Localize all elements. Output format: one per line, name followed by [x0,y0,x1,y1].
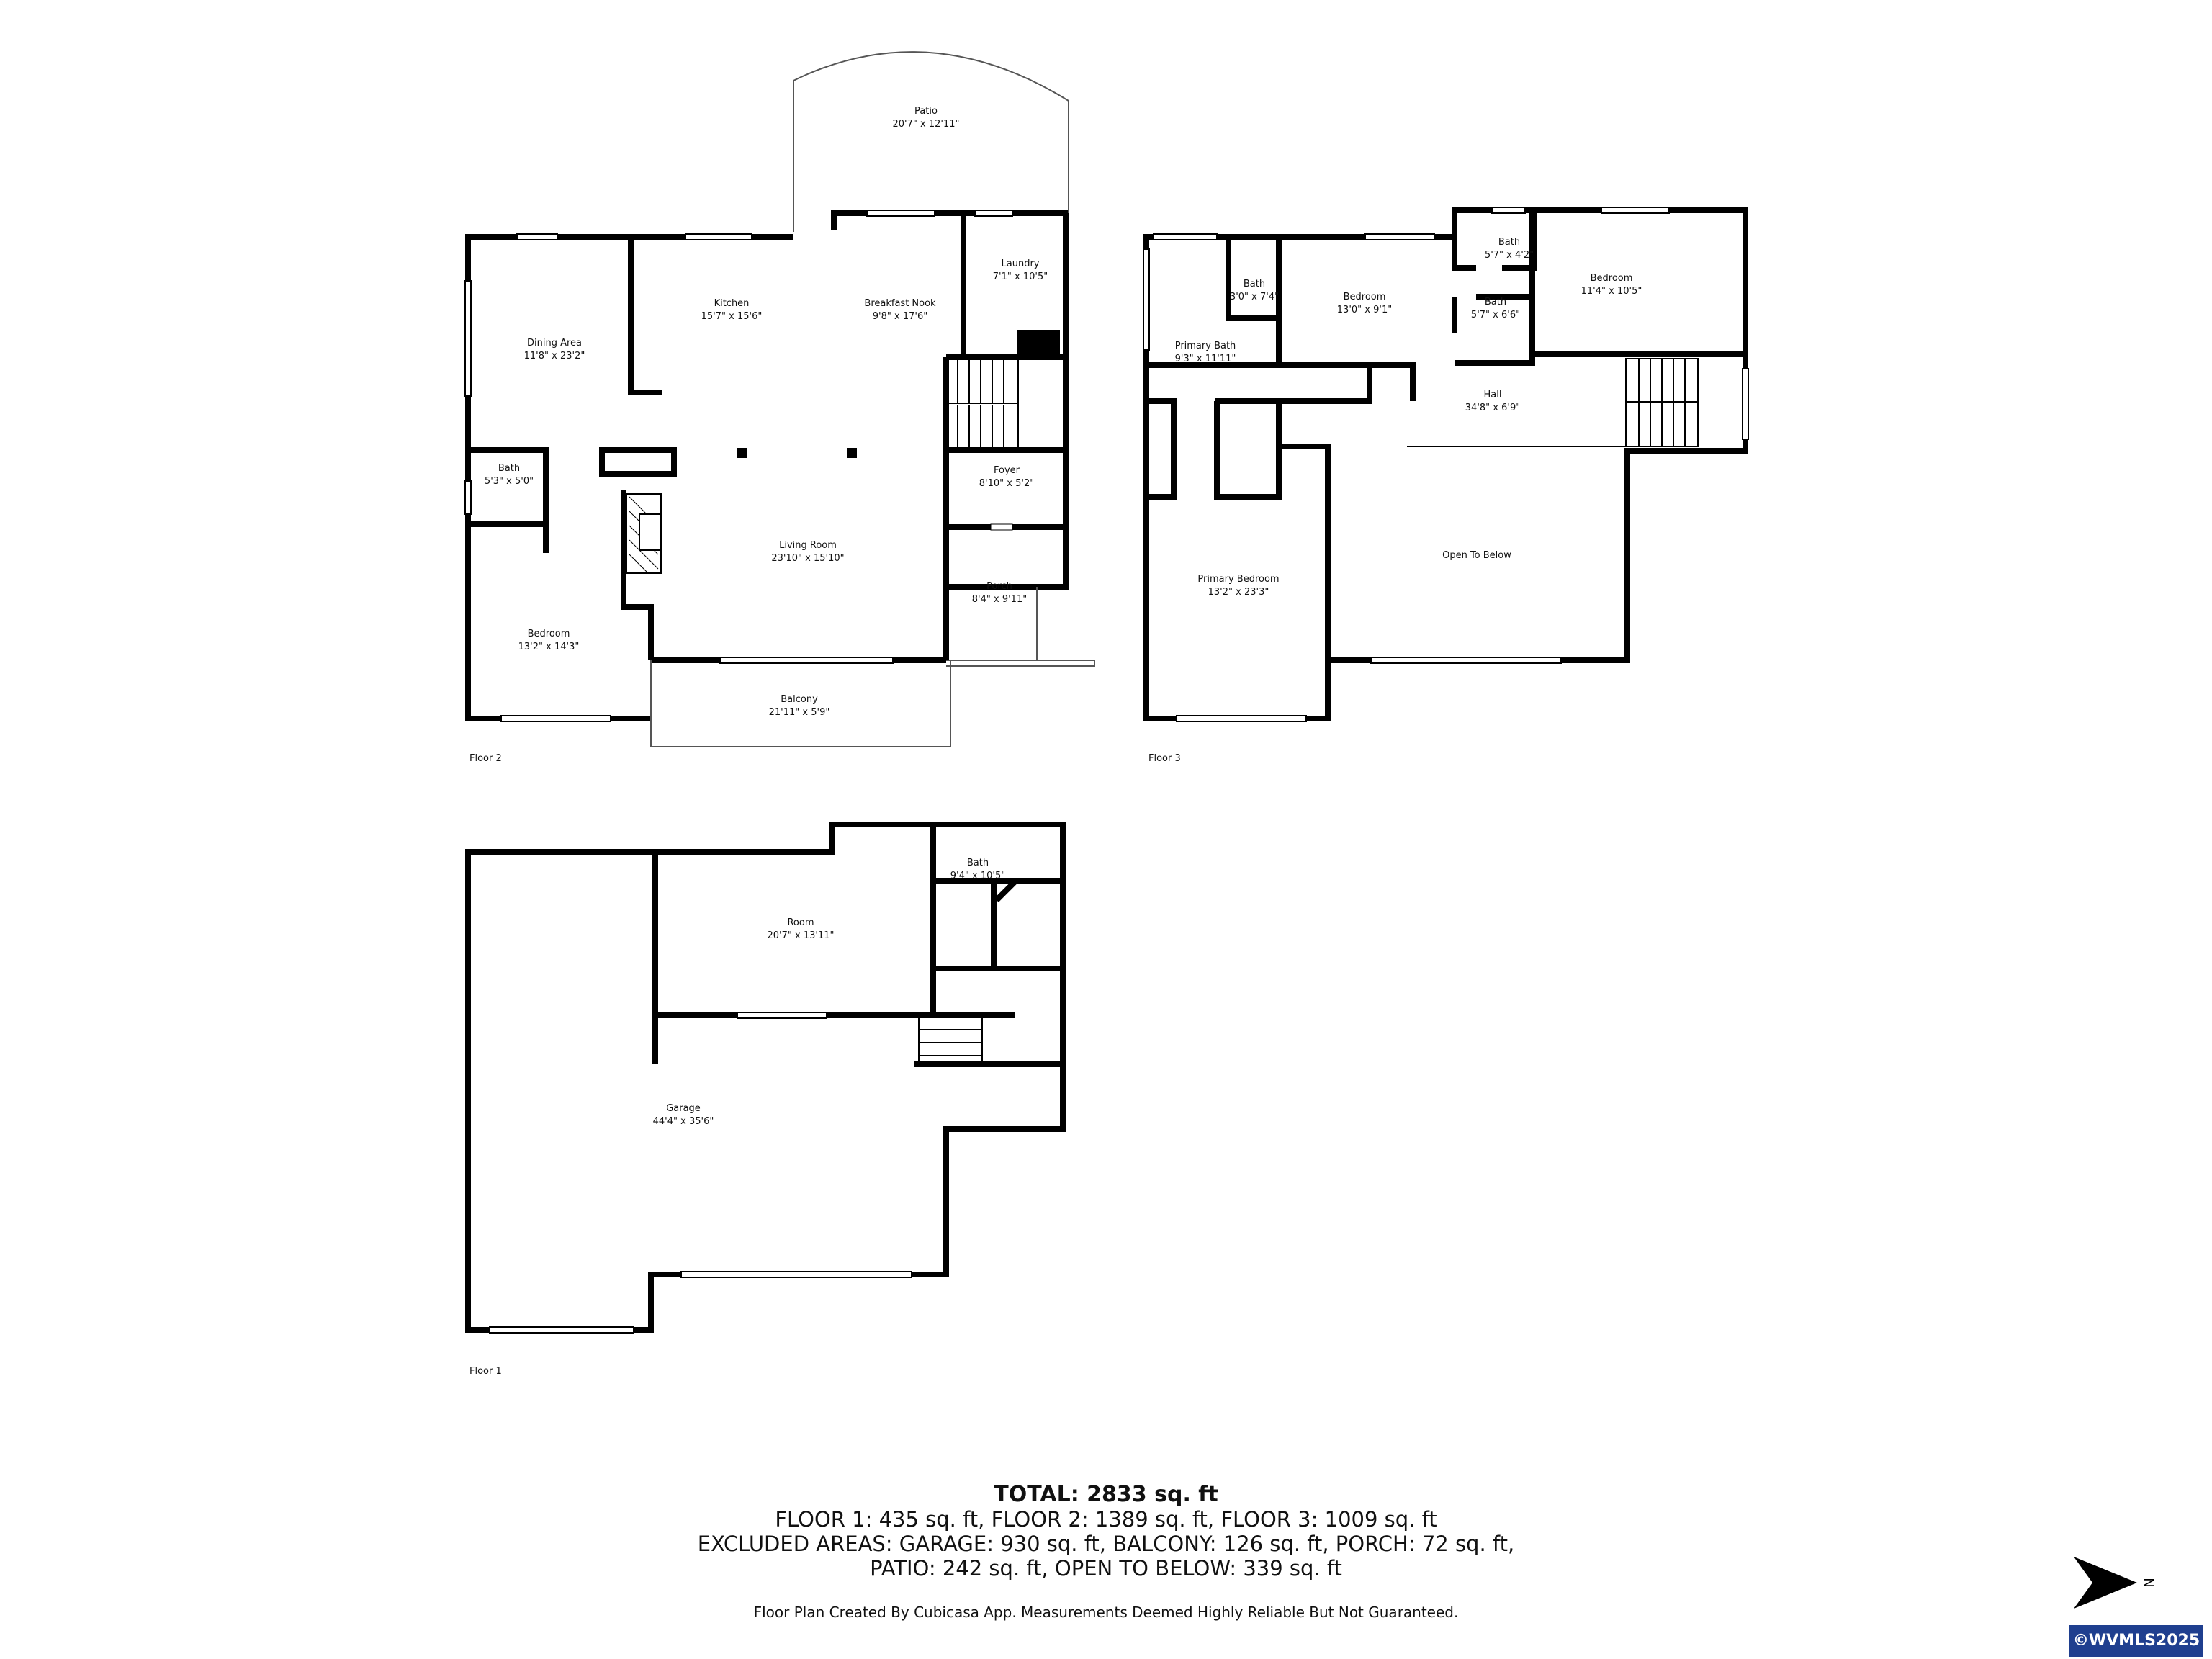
room-dimensions: 13'0" x 9'1" [1337,305,1392,315]
room-name: Primary Bedroom [1197,574,1279,585]
room-dimensions: 5'7" x 4'2" [1485,250,1534,261]
room-name: Bath [967,858,989,868]
room-dimensions: 44'4" x 35'6" [653,1116,714,1127]
room-name: Hall [1484,390,1502,400]
floor1-label: Floor 1 [469,1366,502,1377]
room-dimensions: 9'4" x 10'5" [950,871,1005,881]
floor2-plan [464,51,1095,747]
north-label: N [2141,1578,2156,1587]
disclaimer: Floor Plan Created By Cubicasa App. Meas… [753,1604,1459,1621]
room-name: Foyer [994,465,1020,476]
room-name: Bath [498,463,520,474]
room-labels: Floor 2 Patio 20'7" x 12'11" Laundry 7'1" x … [469,106,1642,1377]
room-name: Living Room [779,540,837,551]
room-name: Garage [666,1103,701,1114]
room-name: Patio [914,106,938,117]
room-name: Bedroom [528,629,570,639]
excluded-areas-continued: PATIO: 242 sq. ft, OPEN TO BELOW: 339 sq… [870,1556,1342,1581]
room-dimensions: 8'10" x 5'2" [979,478,1034,489]
room-dimensions: 20'7" x 13'11" [768,930,835,941]
excluded-areas: EXCLUDED AREAS: GARAGE: 930 sq. ft, BALC… [697,1532,1515,1556]
floor1-plan [465,822,1066,1334]
room-dimensions: 15'7" x 15'6" [701,311,763,322]
room-name: Kitchen [714,298,750,309]
room-dimensions: 34'8" x 6'9" [1465,403,1520,413]
floor-areas: FLOOR 1: 435 sq. ft, FLOOR 2: 1389 sq. f… [775,1507,1437,1532]
room-dimensions: 21'11" x 5'9" [769,707,830,718]
stairs-icon [918,1015,983,1064]
room-name: Bath [1485,297,1506,307]
room-name: Laundry [1002,258,1040,269]
room-name: Bedroom [1591,273,1633,284]
room-dimensions: 5'7" x 6'6" [1471,310,1520,320]
room-dimensions: 8'4" x 9'11" [972,594,1027,605]
stairs-icon [1625,358,1699,447]
room-name: Room [787,917,814,928]
copyright-badge: ©WVMLS2025 [2069,1625,2203,1657]
room-dimensions: 13'2" x 14'3" [518,642,580,652]
room-dimensions: 11'8" x 23'2" [524,351,585,361]
room-dimensions: 13'2" x 23'3" [1208,587,1269,598]
room-name: Dining Area [527,338,582,349]
room-dimensions: 9'3" x 11'11" [1175,354,1236,364]
room-name: Bath [1244,279,1265,289]
room-name: Breakfast Nook [864,298,936,309]
room-name: Primary Bath [1175,341,1236,351]
room-name: Balcony [781,694,818,705]
north-arrow-icon: N [2074,1557,2156,1609]
total-area: TOTAL: 2833 sq. ft [994,1482,1218,1507]
room-dimensions: 9'8" x 17'6" [873,311,927,322]
room-dimensions: 11'4" x 10'5" [1581,286,1642,297]
floor2-label: Floor 2 [469,753,502,764]
floor3-label: Floor 3 [1148,753,1181,764]
room-name: Open To Below [1442,550,1511,561]
room-dimensions: 7'1" x 10'5" [993,271,1048,282]
stairs-icon [944,358,1019,450]
room-name: Bath [1498,237,1520,248]
room-dimensions: 3'0" x 7'4" [1230,292,1279,302]
floor3-plan [1143,207,1749,722]
room-name: Porch [986,581,1012,592]
room-dimensions: 5'3" x 5'0" [485,476,534,487]
room-dimensions: 20'7" x 12'11" [893,119,960,130]
room-dimensions: 23'10" x 15'10" [771,553,844,564]
room-name: Bedroom [1344,292,1386,302]
